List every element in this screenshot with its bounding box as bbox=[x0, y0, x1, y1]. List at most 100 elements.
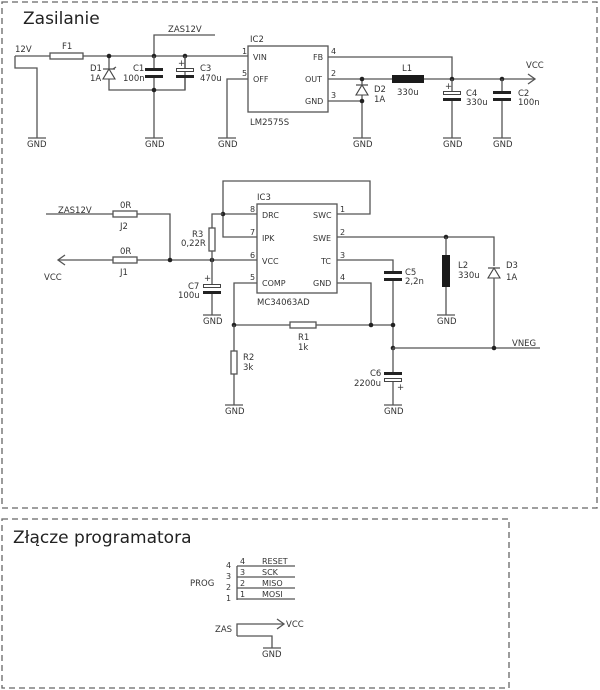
svg-text:R2: R2 bbox=[243, 353, 254, 363]
vcc-arrow-left-icon bbox=[56, 254, 66, 266]
svg-text:VCC: VCC bbox=[286, 620, 304, 630]
svg-text:VIN: VIN bbox=[253, 53, 267, 62]
svg-text:C1: C1 bbox=[133, 64, 144, 74]
svg-text:R3: R3 bbox=[192, 230, 203, 240]
svg-text:0,22R: 0,22R bbox=[181, 239, 206, 249]
svg-text:1: 1 bbox=[242, 47, 247, 56]
svg-text:0R: 0R bbox=[120, 247, 131, 257]
ic-IC2: IC2 LM2575S VIN 1 OFF 5 FB 4 OUT 2 GND 3 bbox=[242, 35, 336, 128]
capacitor-C3: + C3 470u bbox=[176, 56, 222, 90]
svg-text:3: 3 bbox=[340, 251, 345, 260]
diode-D1: D1 1A bbox=[90, 56, 186, 91]
svg-text:IC2: IC2 bbox=[250, 35, 264, 45]
svg-text:MOSI: MOSI bbox=[262, 590, 283, 599]
capacitor-C1: C1 100n GND bbox=[123, 56, 165, 150]
capacitor-C4: + C4 330u GND bbox=[443, 79, 488, 150]
svg-text:1A: 1A bbox=[374, 95, 385, 105]
svg-text:J2: J2 bbox=[119, 222, 128, 232]
svg-text:GND: GND bbox=[262, 650, 282, 660]
svg-text:330u: 330u bbox=[466, 98, 488, 108]
net-label-vcc: VCC bbox=[526, 61, 544, 71]
svg-text:D3: D3 bbox=[506, 261, 518, 271]
svg-text:C6: C6 bbox=[370, 369, 381, 379]
svg-text:GND: GND bbox=[225, 407, 245, 417]
svg-text:GND: GND bbox=[145, 140, 165, 150]
capacitor-C2: C2 100n GND bbox=[493, 79, 540, 150]
svg-text:2,2n: 2,2n bbox=[405, 277, 424, 287]
svg-text:VCC: VCC bbox=[262, 257, 279, 266]
diode-D2: D2 1A GND bbox=[353, 79, 386, 150]
svg-text:2200u: 2200u bbox=[354, 379, 381, 389]
svg-text:3k: 3k bbox=[243, 363, 253, 373]
svg-text:6: 6 bbox=[250, 251, 255, 260]
svg-text:GND: GND bbox=[353, 140, 373, 150]
svg-text:1A: 1A bbox=[90, 74, 101, 84]
programmer-section-title: Złącze programatora bbox=[13, 528, 191, 548]
svg-text:F1: F1 bbox=[62, 42, 72, 52]
vcc-arrow-zas-icon bbox=[276, 618, 286, 630]
svg-text:7: 7 bbox=[250, 228, 255, 237]
inductor-L1: L1 330u bbox=[392, 64, 424, 98]
svg-text:2: 2 bbox=[240, 579, 245, 588]
svg-text:1k: 1k bbox=[298, 343, 308, 353]
capacitor-C5: C5 2,2n bbox=[384, 268, 424, 287]
net-label-zas12v: ZAS12V bbox=[168, 25, 202, 35]
svg-text:GND: GND bbox=[493, 140, 513, 150]
svg-text:D2: D2 bbox=[374, 85, 386, 95]
svg-text:OFF: OFF bbox=[253, 75, 269, 84]
svg-text:C7: C7 bbox=[188, 282, 199, 292]
svg-text:5: 5 bbox=[250, 273, 255, 282]
net-label-zas12v-2: ZAS12V bbox=[58, 206, 92, 216]
svg-text:GND: GND bbox=[305, 97, 323, 106]
svg-text:C4: C4 bbox=[466, 89, 477, 99]
fuse-F1: F1 bbox=[49, 42, 84, 60]
wire-j2 bbox=[137, 213, 171, 260]
svg-text:SWC: SWC bbox=[313, 211, 332, 220]
svg-text:GND: GND bbox=[313, 279, 331, 288]
wire-tc bbox=[337, 259, 394, 348]
svg-text:DRC: DRC bbox=[262, 211, 279, 220]
svg-text:IC3: IC3 bbox=[257, 193, 271, 203]
resistor-R2: R2 3k GND bbox=[225, 325, 254, 417]
jumper-ZAS: ZAS VCC GND bbox=[215, 618, 304, 660]
gnd-label: GND bbox=[218, 140, 238, 150]
net-label-12v: 12V bbox=[15, 45, 32, 55]
wire-fb bbox=[328, 56, 453, 79]
diode-D3: D3 1A bbox=[487, 261, 518, 348]
svg-text:IPK: IPK bbox=[262, 234, 275, 243]
svg-text:330u: 330u bbox=[458, 271, 480, 281]
svg-text:COMP: COMP bbox=[262, 279, 286, 288]
svg-text:3: 3 bbox=[226, 572, 231, 581]
svg-text:3: 3 bbox=[240, 568, 245, 577]
svg-text:0R: 0R bbox=[120, 201, 131, 211]
svg-text:100u: 100u bbox=[178, 291, 200, 301]
svg-text:ZAS: ZAS bbox=[215, 625, 232, 635]
svg-text:SWE: SWE bbox=[313, 234, 331, 243]
capacitor-C6: + C6 2200u GND bbox=[354, 348, 404, 417]
svg-text:1A: 1A bbox=[506, 273, 517, 283]
svg-text:4: 4 bbox=[226, 561, 231, 570]
svg-text:1: 1 bbox=[240, 590, 245, 599]
wire-ic3-gnd bbox=[337, 282, 372, 325]
svg-text:8: 8 bbox=[250, 205, 255, 214]
svg-text:L1: L1 bbox=[402, 64, 412, 74]
svg-text:L2: L2 bbox=[458, 261, 468, 271]
svg-text:MC34063AD: MC34063AD bbox=[257, 298, 310, 308]
svg-text:+: + bbox=[204, 274, 211, 284]
svg-text:MISO: MISO bbox=[262, 579, 283, 588]
svg-text:GND: GND bbox=[203, 317, 223, 327]
svg-text:100n: 100n bbox=[518, 98, 540, 108]
svg-text:+: + bbox=[397, 383, 404, 393]
svg-text:4: 4 bbox=[331, 47, 336, 56]
gnd-symbol: GND bbox=[27, 137, 47, 150]
svg-text:3: 3 bbox=[331, 91, 336, 100]
svg-text:1: 1 bbox=[226, 594, 231, 603]
svg-text:SCK: SCK bbox=[262, 568, 279, 577]
wire-drc-ipk bbox=[222, 213, 253, 238]
svg-text:TC: TC bbox=[320, 257, 331, 266]
programmer-section-frame bbox=[1, 518, 510, 689]
resistor-R3: R3 0,22R bbox=[181, 213, 223, 260]
svg-text:470u: 470u bbox=[200, 74, 222, 84]
svg-text:+: + bbox=[445, 82, 452, 92]
